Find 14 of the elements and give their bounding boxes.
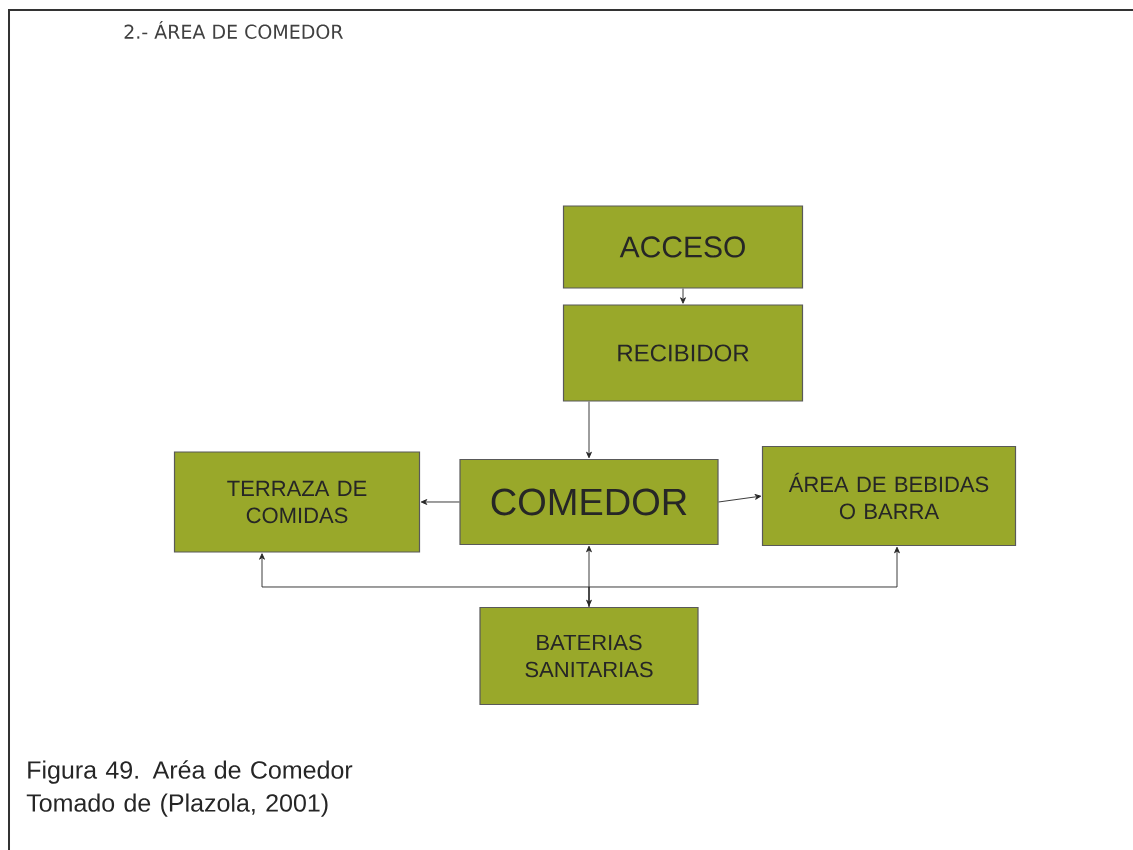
heading: 2.- ÁREA DE COMEDOR	[124, 21, 343, 39]
process-box: TERRAZA DE COMIDAS	[173, 451, 421, 553]
arrow	[680, 288, 686, 304]
arrow	[586, 401, 592, 459]
arrow	[588, 546, 900, 608]
process-box: BATERIAS SANITARIAS	[479, 606, 699, 706]
process-box: RECIBIDOR	[562, 304, 804, 402]
process-box: COMEDOR	[459, 458, 719, 546]
caption: Figura 49. Aréa de Comedor Tomado de (Plazola, 2001)	[26, 760, 353, 817]
arrow	[586, 545, 592, 607]
arrow	[420, 499, 460, 505]
arrow	[718, 494, 762, 503]
process-box: ÁREA DE BEBIDAS O BARRA	[761, 445, 1017, 547]
process-box: ACCESO	[562, 205, 804, 289]
